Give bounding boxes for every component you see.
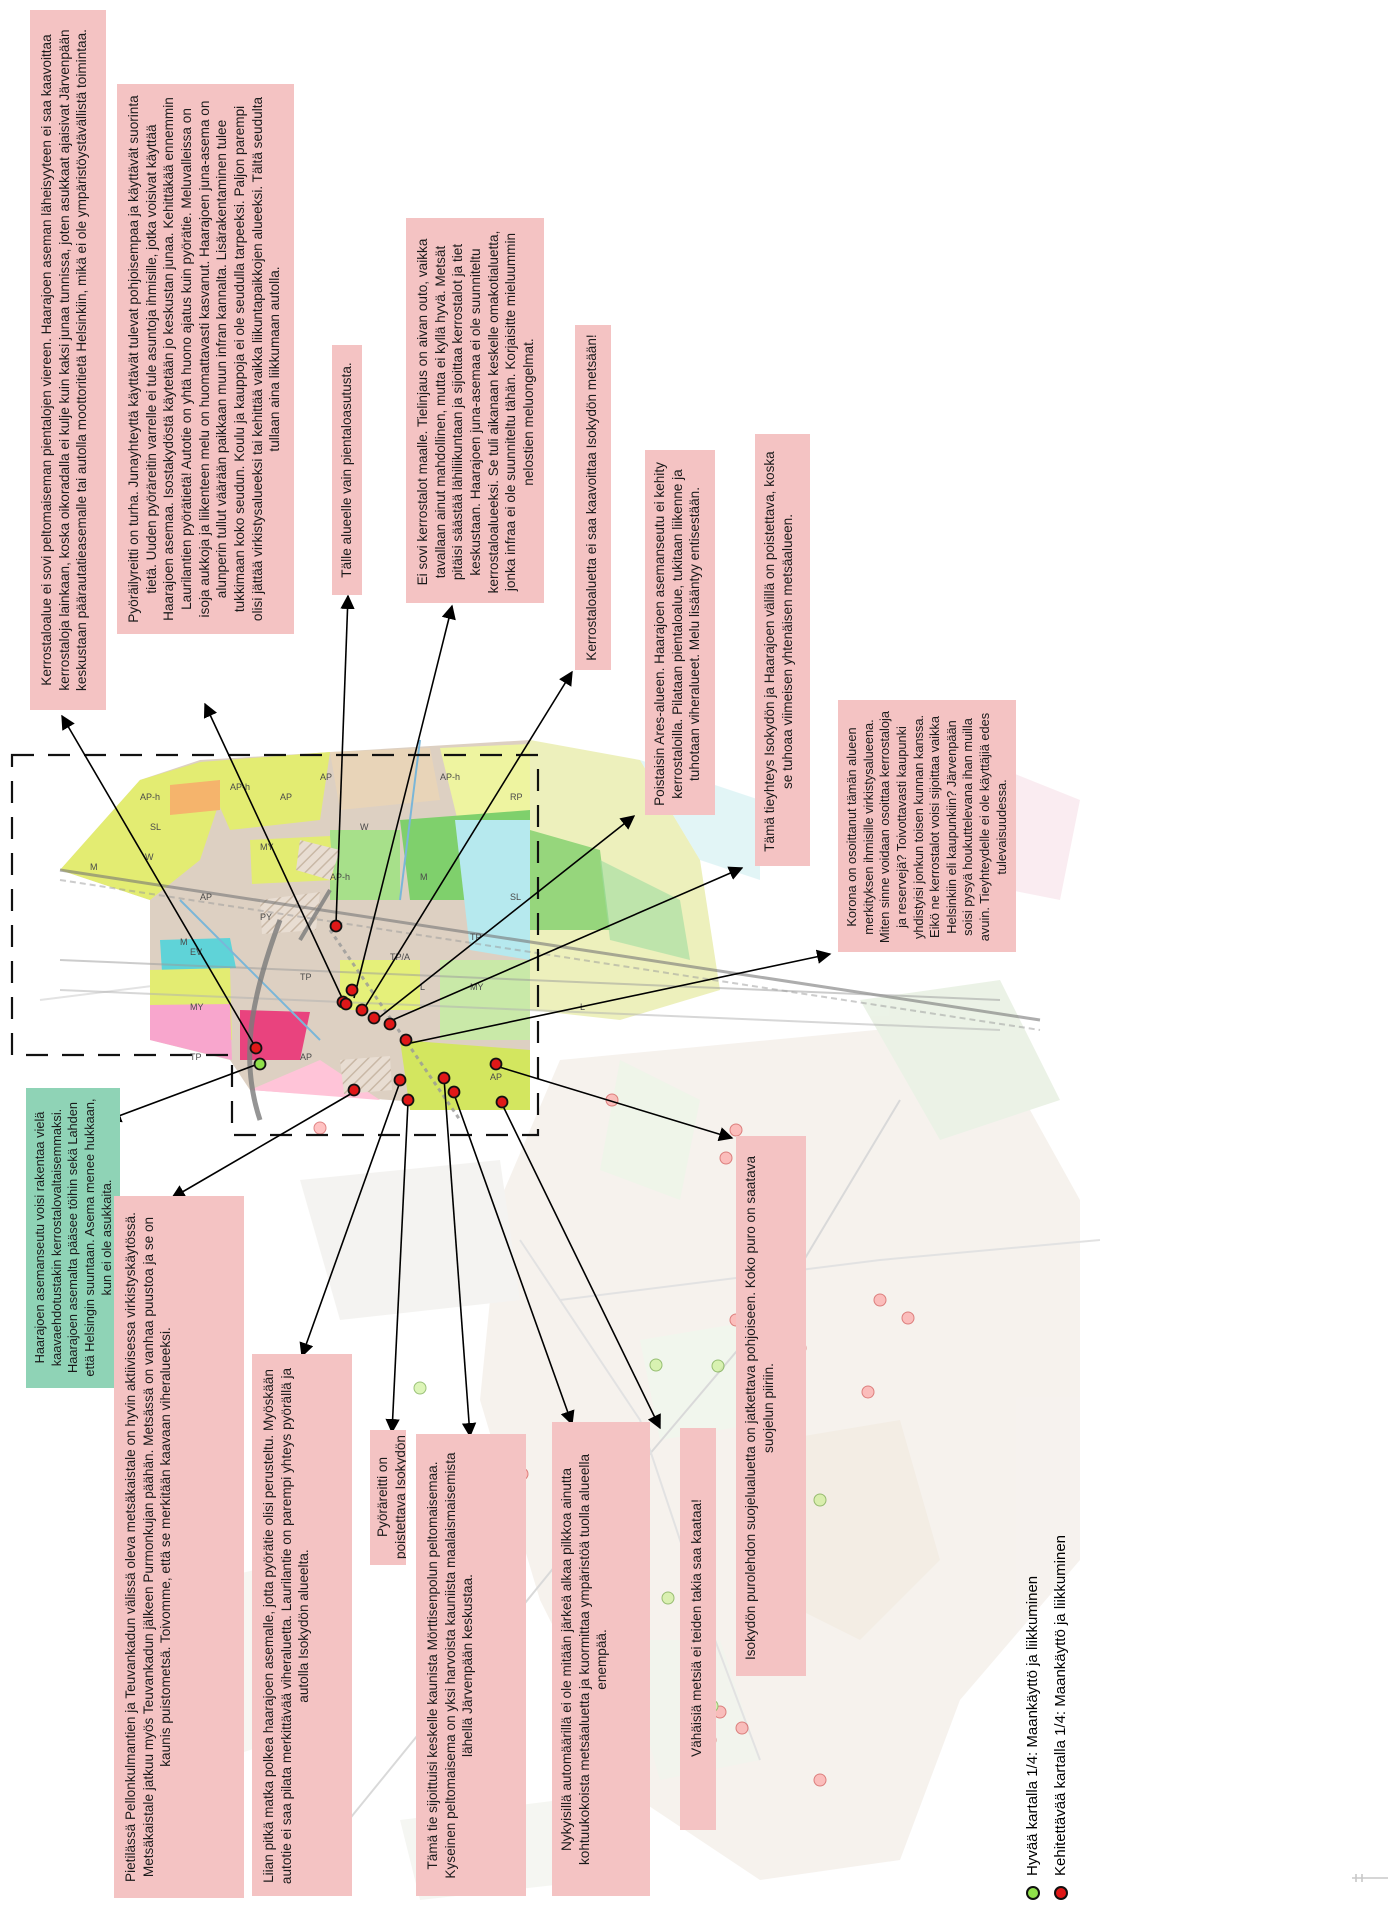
marker[interactable] xyxy=(253,1057,267,1071)
zone-label: AP-h xyxy=(330,872,350,882)
zone-label: SL xyxy=(150,822,161,832)
zone-label: M xyxy=(180,937,188,947)
marker[interactable] xyxy=(495,1095,509,1109)
marker[interactable] xyxy=(339,997,353,1011)
zone-label: MY xyxy=(260,842,274,852)
develop-markers xyxy=(249,919,509,1109)
zone-label: MY xyxy=(190,1002,204,1012)
comment-box: Pyöräreitti on poistettava Isokydön mets… xyxy=(370,1430,406,1565)
zone-label: M xyxy=(90,862,98,872)
comment-text: Liian pitkä matka polkea haarajoen asema… xyxy=(261,1367,312,1885)
marker[interactable] xyxy=(447,1085,461,1099)
zone-label: AP-h xyxy=(140,792,160,802)
legend-develop: Kehitettävää kartalla 1/4: Maankäyttö ja… xyxy=(1052,1340,1069,1900)
comment-text: Tämä tieyhteys Isokydön ja Haarajoen väl… xyxy=(762,451,795,852)
comment-text: Kerrostaloalue ei sovi peltomaiseman pie… xyxy=(39,29,90,691)
comment-text: Haarajoen asemanseutu voisi rakentaa vie… xyxy=(32,1098,114,1377)
zone-label: TP xyxy=(190,1052,202,1062)
zone-label: AP xyxy=(490,1072,502,1082)
zone-label: AP xyxy=(200,892,212,902)
zone-label: RP xyxy=(510,792,523,802)
north-arrow-icon xyxy=(1352,1874,1388,1882)
good-markers xyxy=(253,1057,267,1071)
marker[interactable] xyxy=(249,1041,263,1055)
zone-label: EV xyxy=(190,947,202,957)
comment-box: Tämä tieyhteys Isokydön ja Haarajoen väl… xyxy=(755,434,810,866)
comment-box: Pyöräilyreitti on turha. Junayhteyttä kä… xyxy=(117,84,294,634)
marker[interactable] xyxy=(489,1057,503,1071)
legend-develop-dot-icon xyxy=(1054,1886,1069,1900)
legend-good: Hyvää kartalla 1/4: Maankäyttö ja liikku… xyxy=(1024,1340,1041,1900)
zone-label: AP xyxy=(320,772,332,782)
marker[interactable] xyxy=(383,1017,397,1031)
comment-box: Pietilässä Pellonkulmantien ja Teuvankad… xyxy=(114,1196,244,1898)
zone-label: M xyxy=(420,872,428,882)
connector-arrows xyxy=(61,594,832,1438)
comment-text: Pyöräilyreitti on turha. Junayhteyttä kä… xyxy=(126,95,283,623)
comment-box: Liian pitkä matka polkea haarajoen asema… xyxy=(252,1354,352,1896)
comment-box: Korona on osoittanut tämän alueen merkit… xyxy=(838,700,1016,952)
zone-label: TP/A xyxy=(390,952,410,962)
comment-text: Poistaisin Ares-alueen. Haarajoen aseman… xyxy=(652,462,703,806)
comment-box: Kerrostaloaluetta ei saa kaavoittaa Isok… xyxy=(575,325,611,670)
comment-box: Ei sovi kerrostalot maalle. Tielinjaus o… xyxy=(406,218,544,603)
marker[interactable] xyxy=(329,919,343,933)
comment-box: Isokydön purolehdon suojelualuetta on ja… xyxy=(736,1136,806,1676)
comment-text: Tälle alueelle vain pientaloasutusta. xyxy=(339,362,354,578)
zone-label: SL xyxy=(510,892,521,902)
comment-text: Korona on osoittanut tämän alueen merkit… xyxy=(844,711,1009,943)
legend-good-dot-icon xyxy=(1026,1886,1041,1900)
marker[interactable] xyxy=(393,1073,407,1087)
marker[interactable] xyxy=(437,1071,451,1085)
comment-box-good: Haarajoen asemanseutu voisi rakentaa vie… xyxy=(26,1088,120,1388)
comment-text: Ei sovi kerrostalot maalle. Tielinjaus o… xyxy=(415,230,537,594)
marker[interactable] xyxy=(399,1033,413,1047)
comment-text: Kerrostaloaluetta ei saa kaavoittaa Isok… xyxy=(584,334,599,661)
comment-text: Vähäisiä metsiä ei teiden takia saa kaat… xyxy=(689,1499,704,1757)
legend-develop-label: Kehitettävää kartalla 1/4: Maankäyttö ja… xyxy=(1052,1534,1069,1876)
marker[interactable] xyxy=(347,1083,361,1097)
zone-label: W xyxy=(360,822,369,832)
zone-label: PY xyxy=(260,912,272,922)
zone-label: W xyxy=(145,852,154,862)
marker[interactable] xyxy=(345,983,359,997)
comment-text: Nykyisillä automäärillä ei ole mitään jä… xyxy=(559,1453,610,1866)
zone-label: TP xyxy=(300,972,312,982)
marker[interactable] xyxy=(367,1011,381,1025)
comment-box: Tälle alueelle vain pientaloasutusta. xyxy=(332,345,362,595)
comment-box: Vähäisiä metsiä ei teiden takia saa kaat… xyxy=(680,1428,716,1830)
marker[interactable] xyxy=(401,1093,415,1107)
comment-box: Nykyisillä automäärillä ei ole mitään jä… xyxy=(552,1422,650,1896)
zone-label: L xyxy=(420,982,425,992)
zone-label: AP xyxy=(280,792,292,802)
comment-text: Pyöräreitti on poistettava Isokydön mets… xyxy=(375,1435,406,1559)
zone-label: MY xyxy=(470,982,484,992)
comment-box: Poistaisin Ares-alueen. Haarajoen aseman… xyxy=(645,450,715,815)
legend-good-label: Hyvää kartalla 1/4: Maankäyttö ja liikku… xyxy=(1024,1575,1041,1876)
comment-text: Tämä tie sijoittuisi keskelle kaunista M… xyxy=(425,1452,476,1879)
zone-label: TP xyxy=(470,932,482,942)
plan-extent-dashed xyxy=(10,753,540,1137)
legend: Hyvää kartalla 1/4: Maankäyttö ja liikku… xyxy=(1000,1330,1069,1900)
zone-label: AP-h xyxy=(230,782,250,792)
marker[interactable] xyxy=(355,1003,369,1017)
comment-text: Pietilässä Pellonkulmantien ja Teuvankad… xyxy=(123,1212,174,1882)
zone-label: AP-h xyxy=(440,772,460,782)
comment-box: Kerrostaloalue ei sovi peltomaiseman pie… xyxy=(30,10,106,710)
zone-label: AP xyxy=(300,1052,312,1062)
comment-text: Isokydön purolehdon suojelualuetta on ja… xyxy=(743,1155,776,1661)
comment-box: Tämä tie sijoittuisi keskelle kaunista M… xyxy=(416,1434,526,1896)
